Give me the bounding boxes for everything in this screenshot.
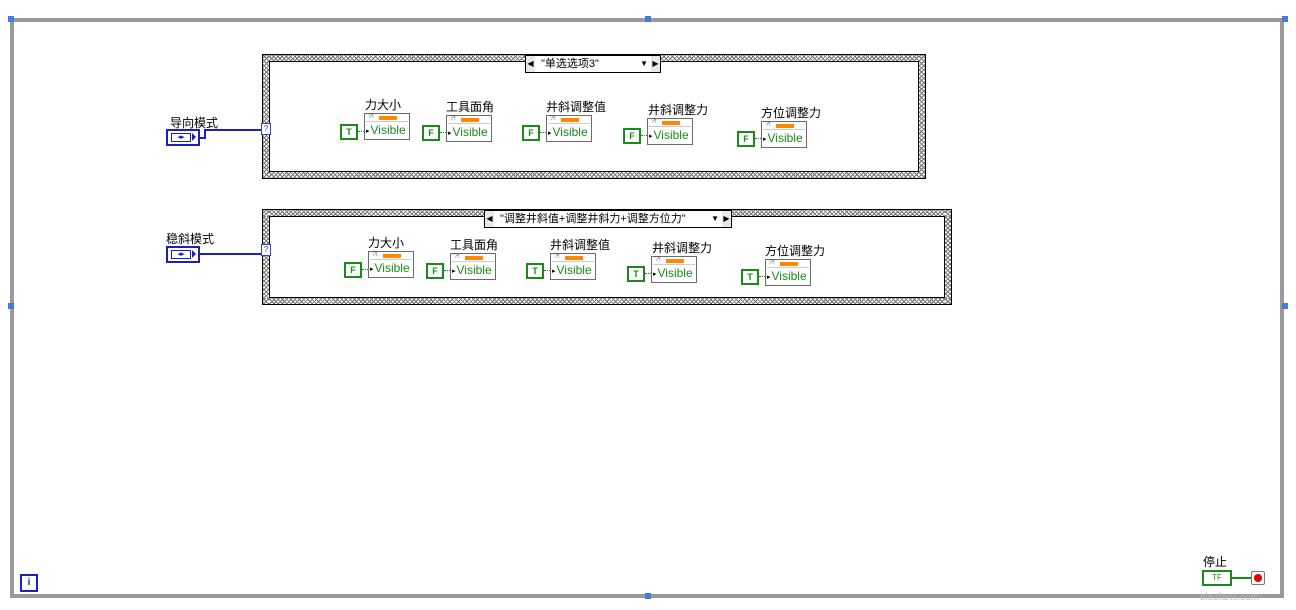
- iteration-terminal[interactable]: i: [20, 574, 38, 592]
- wire-segment: [200, 253, 263, 255]
- property-name: Visible: [552, 263, 592, 277]
- property-node[interactable]: ?! Visible: [765, 259, 811, 286]
- resize-handle-right[interactable]: [1282, 303, 1288, 309]
- case-selector-label: "调整井斜值+调整井斜力+调整方位力": [500, 213, 686, 225]
- dropdown-arrow-icon[interactable]: ▼: [640, 59, 648, 68]
- property-node-header: ?!: [552, 253, 594, 262]
- boolean-constant[interactable]: F: [623, 128, 641, 144]
- property-node-header: ?!: [448, 115, 490, 124]
- property-name: Visible: [370, 261, 410, 275]
- resize-handle-top[interactable]: [645, 16, 651, 22]
- wire-segment: [444, 270, 450, 271]
- property-node[interactable]: ?! Visible: [651, 256, 697, 283]
- node-label: 工具面角: [446, 100, 495, 114]
- property-node[interactable]: ?! Visible: [546, 115, 592, 142]
- boolean-constant[interactable]: F: [426, 263, 444, 279]
- wire-segment: [645, 273, 651, 274]
- wire-segment: [440, 132, 446, 133]
- wire-segment: [641, 135, 647, 136]
- increment-arrow-icon[interactable]: ▶: [651, 56, 660, 72]
- case-selector-terminal-2[interactable]: ?: [261, 244, 271, 256]
- case-selector-label: "单选选项3": [541, 58, 599, 70]
- wire-segment: [1232, 577, 1252, 579]
- property-node-header: ?!: [366, 113, 408, 122]
- property-node[interactable]: ?! Visible: [368, 251, 414, 278]
- property-node-header: ?!: [452, 253, 494, 262]
- output-terminal-icon: [192, 250, 196, 258]
- wire-segment: [755, 138, 761, 139]
- wire-segment: [204, 129, 263, 131]
- steady-mode-label: 稳斜模式: [166, 232, 215, 246]
- boolean-constant[interactable]: F: [522, 125, 540, 141]
- node-label: 方位调整力: [765, 244, 826, 258]
- wire-segment: [544, 270, 550, 271]
- boolean-constant[interactable]: T: [340, 124, 358, 140]
- property-node[interactable]: ?! Visible: [647, 118, 693, 145]
- node-label: 井斜调整值: [550, 238, 611, 252]
- property-node[interactable]: ?! Visible: [446, 115, 492, 142]
- decrement-arrow-icon[interactable]: ◀: [526, 56, 535, 72]
- resize-handle-bottom[interactable]: [645, 593, 651, 599]
- steady-mode-control[interactable]: ◂▸: [166, 246, 200, 263]
- stop-button-terminal[interactable]: TF: [1202, 570, 1232, 586]
- dropdown-arrow-icon[interactable]: ▼: [711, 214, 719, 223]
- node-label: 力大小: [365, 98, 402, 112]
- property-node-header: ?!: [548, 115, 590, 124]
- decrement-arrow-icon[interactable]: ◀: [485, 211, 494, 227]
- wire-segment: [204, 129, 206, 139]
- property-node-header: ?!: [370, 251, 412, 260]
- property-node[interactable]: ?! Visible: [450, 253, 496, 280]
- boolean-constant[interactable]: T: [741, 269, 759, 285]
- wire-segment: [358, 131, 364, 132]
- node-label: 力大小: [368, 236, 405, 250]
- property-name: Visible: [366, 123, 406, 137]
- property-node-header: ?!: [653, 256, 695, 265]
- property-node-header: ?!: [649, 118, 691, 127]
- output-terminal-icon: [192, 133, 196, 141]
- boolean-constant[interactable]: F: [422, 125, 440, 141]
- boolean-constant[interactable]: T: [627, 266, 645, 282]
- case-selector-1[interactable]: ◀ "单选选项3" ▼ ▶: [525, 55, 661, 73]
- node-label: 井斜调整值: [546, 100, 607, 114]
- boolean-constant[interactable]: F: [344, 262, 362, 278]
- property-node-header: ?!: [767, 259, 809, 268]
- property-name: Visible: [448, 125, 488, 139]
- property-name: Visible: [649, 128, 689, 142]
- increment-arrow-icon[interactable]: ▶: [722, 211, 731, 227]
- property-node[interactable]: ?! Visible: [364, 113, 410, 140]
- property-node-header: ?!: [763, 121, 805, 130]
- wire-segment: [759, 276, 765, 277]
- case-selector-2[interactable]: ◀ "调整井斜值+调整井斜力+调整方位力" ▼ ▶: [484, 210, 732, 228]
- wire-segment: [362, 269, 368, 270]
- enum-arrows-icon: ◂▸: [171, 133, 191, 142]
- property-node[interactable]: ?! Visible: [550, 253, 596, 280]
- stop-label: 停止: [1203, 555, 1228, 569]
- property-name: Visible: [653, 266, 693, 280]
- resize-handle-top-right[interactable]: [1282, 16, 1288, 22]
- property-name: Visible: [548, 125, 588, 139]
- wire-segment: [540, 132, 546, 133]
- node-label: 工具面角: [450, 238, 499, 252]
- resize-handle-top-left[interactable]: [8, 16, 14, 22]
- property-name: Visible: [452, 263, 492, 277]
- property-name: Visible: [763, 131, 803, 145]
- guide-mode-label: 导向模式: [170, 116, 219, 130]
- boolean-constant[interactable]: T: [526, 263, 544, 279]
- node-label: 方位调整力: [761, 106, 822, 120]
- watermark-text: elecfans.com: [1200, 592, 1259, 603]
- boolean-constant[interactable]: F: [737, 131, 755, 147]
- guide-mode-control[interactable]: ◂▸: [166, 129, 200, 146]
- node-label: 井斜调整力: [648, 103, 709, 117]
- enum-arrows-icon: ◂▸: [171, 250, 191, 259]
- property-node[interactable]: ?! Visible: [761, 121, 807, 148]
- wire-segment: [200, 137, 205, 139]
- resize-handle-left[interactable]: [8, 303, 14, 309]
- property-name: Visible: [767, 269, 807, 283]
- loop-condition-stop-icon[interactable]: [1251, 571, 1265, 585]
- case-selector-terminal-1[interactable]: ?: [261, 123, 271, 135]
- node-label: 井斜调整力: [652, 241, 713, 255]
